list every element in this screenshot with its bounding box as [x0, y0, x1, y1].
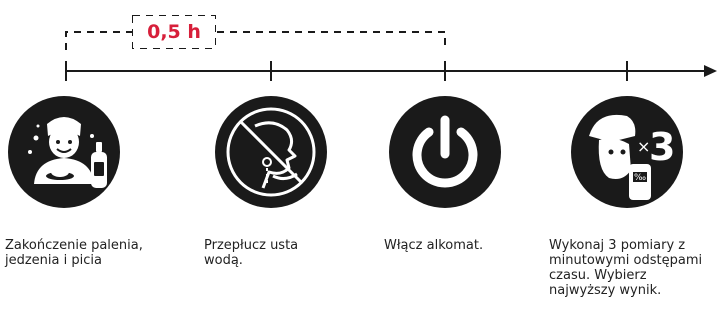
timeline: [65, 15, 717, 81]
duration-bracket: [65, 31, 446, 50]
duration-label: 0,5 h: [133, 16, 215, 48]
step-4-label: Wykonaj 3 pomiary z minutowymi odstępami…: [549, 238, 703, 298]
step-2-icon-circle: [215, 96, 327, 208]
step-3-icon-circle[interactable]: [389, 96, 501, 208]
rinse-mouth-icon: [226, 107, 316, 197]
step-1-icon-circle: [8, 96, 120, 208]
power-button-icon: [412, 115, 478, 188]
step-4-icon-circle: ‰ × 3: [571, 96, 683, 208]
step-3-label: Włącz alkomat.: [384, 238, 484, 253]
step-4-badge: 3: [649, 125, 675, 169]
timeline-arrowhead: [704, 65, 717, 77]
step-4-x-mark: ×: [637, 137, 650, 156]
blow-three-times-icon: ‰ × 3: [589, 114, 675, 200]
step-2-label: Przepłucz usta wodą.: [204, 238, 299, 268]
step-4-device-text: ‰: [634, 173, 646, 183]
person-eating-drinking-icon: [28, 117, 107, 188]
step-1-label: Zakończenie palenia, jedzenia i picia: [5, 238, 143, 268]
